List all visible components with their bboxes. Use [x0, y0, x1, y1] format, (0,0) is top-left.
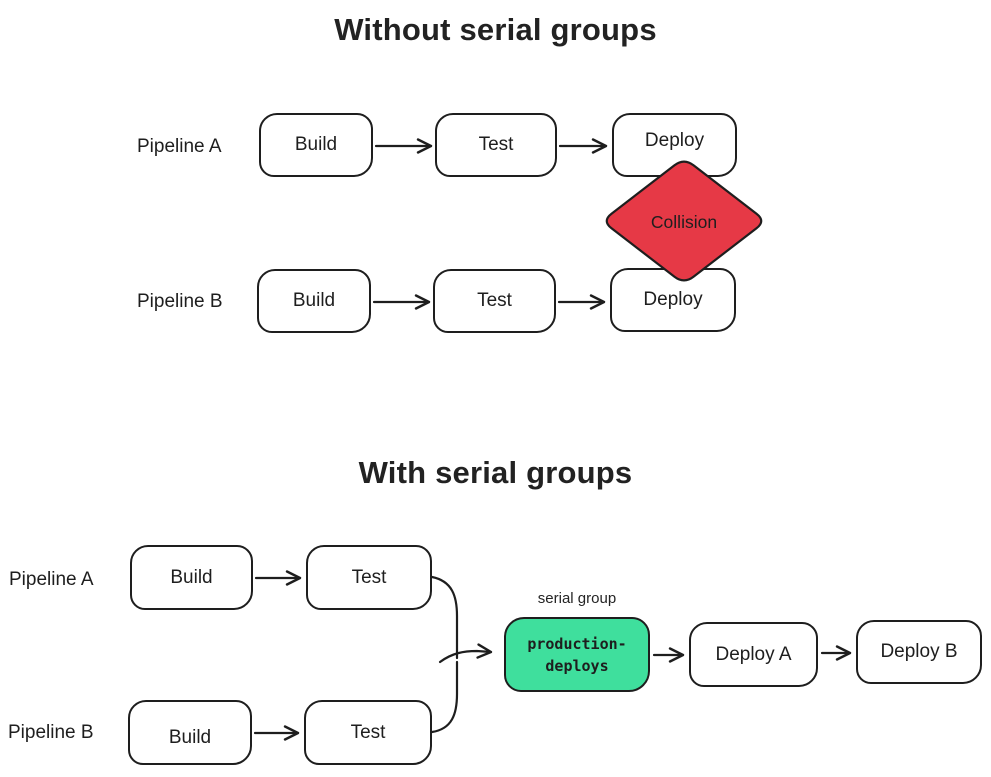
node-label: Test [478, 134, 514, 155]
curve-test-a-merge [430, 575, 459, 660]
node-label: Test [477, 290, 512, 311]
node-top-a-build: Build [259, 113, 373, 177]
node-deploy-b: Deploy B [856, 620, 982, 684]
node-label: Test [350, 721, 386, 743]
node-top-b-test: Test [433, 269, 556, 333]
node-label: Deploy B [880, 641, 958, 662]
section-title-without: Without serial groups [334, 12, 657, 47]
section-title-with: With serial groups [358, 455, 633, 490]
serial-group-name-line2: deploys [545, 656, 609, 675]
node-bottom-b-test: Test [304, 700, 432, 765]
pipeline-b-label-top: Pipeline B [137, 291, 223, 312]
pipeline-a-label-bottom: Pipeline A [9, 569, 94, 590]
pipeline-b-label-bottom: Pipeline B [8, 722, 94, 743]
arrow-merge-serialgroup [438, 643, 493, 664]
serial-group-caption: serial group [537, 590, 617, 607]
node-top-b-build: Build [257, 269, 371, 333]
node-serial-group: production- deploys [504, 617, 650, 692]
node-bottom-a-test: Test [306, 545, 432, 610]
node-bottom-b-build: Build [128, 700, 252, 765]
curve-test-b-merge [430, 660, 459, 734]
node-label: Build [170, 566, 213, 588]
collision-label: Collision [651, 212, 717, 232]
node-label: Build [168, 727, 212, 748]
node-bottom-a-build: Build [130, 545, 253, 610]
node-label: Build [294, 134, 338, 155]
node-label: Deploy A [715, 643, 792, 665]
node-label: Deploy [643, 289, 703, 310]
node-top-a-test: Test [435, 113, 557, 177]
node-label: Test [351, 566, 387, 588]
serial-group-name-line1: production- [527, 634, 627, 653]
pipeline-a-label-top: Pipeline A [137, 136, 222, 157]
node-label: Deploy [644, 130, 705, 151]
node-label: Build [292, 290, 336, 311]
node-deploy-a: Deploy A [689, 622, 818, 687]
collision-diamond [605, 160, 763, 282]
